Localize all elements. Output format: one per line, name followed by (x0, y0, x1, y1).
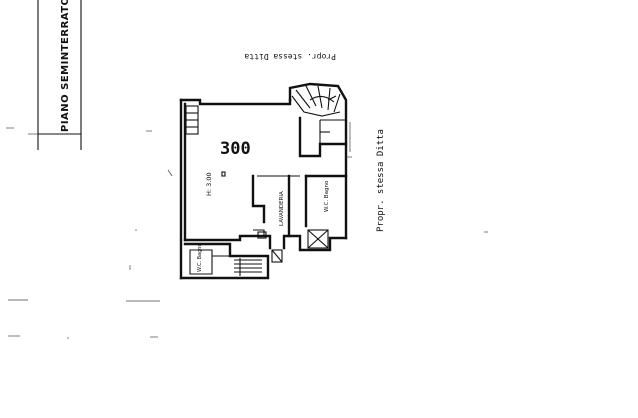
stray-marks (6, 127, 488, 339)
exterior-walls (179, 98, 348, 280)
title-block: PIANO SEMINTERRATO (28, 0, 82, 150)
room-label-wc-left: W.C. Bagno (197, 243, 203, 272)
room-label-laundry: LAVANDERIA (279, 191, 285, 226)
plan-labels: 300 H: 3.00 LAVANDERIA W.C. Bagno W.C. B… (197, 52, 386, 272)
height-note: H: 3.00 (205, 172, 213, 196)
spiral-staircase (288, 82, 352, 158)
neighbor-label-top: Propr. stessa Ditta (244, 52, 336, 61)
area-number: 300 (220, 139, 251, 159)
room-label-wc-right: W.C. Bagno (324, 180, 330, 212)
floor-title: PIANO SEMINTERRATO (60, 0, 71, 132)
interior-partitions (189, 171, 348, 276)
neighbor-label-right: Propr. stessa Ditta (376, 129, 386, 232)
